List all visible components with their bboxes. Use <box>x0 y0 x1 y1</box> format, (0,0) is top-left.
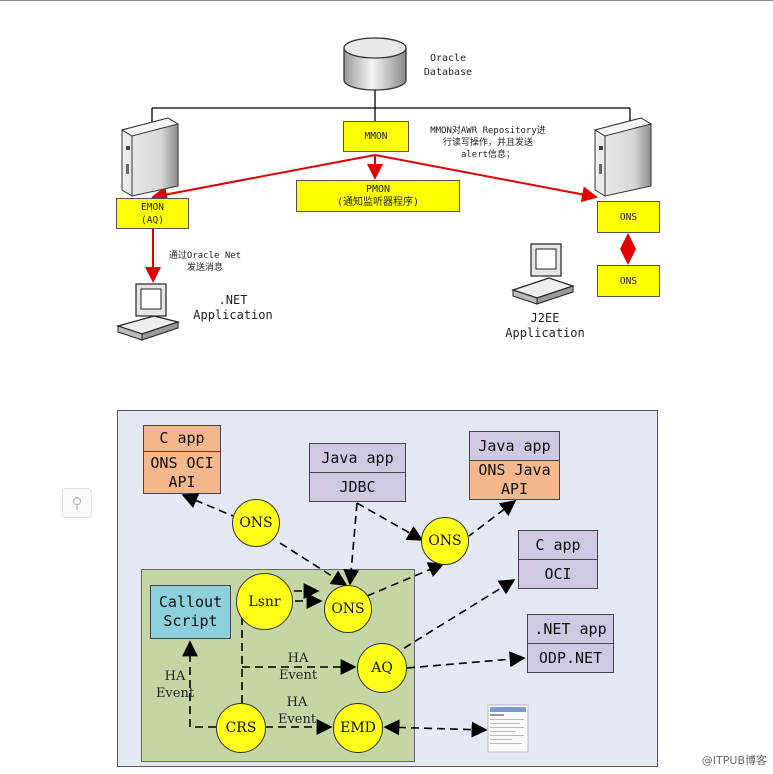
search-icon[interactable]: ⚲ <box>62 488 92 518</box>
java-app-right-title: Java app <box>469 431 560 461</box>
top-rule <box>0 0 773 1</box>
c-app2-api: OCI <box>518 559 598 589</box>
ha-event-label-mid: HA Event <box>278 651 318 683</box>
emd-node: EMD <box>333 703 383 753</box>
ons-node-mid: ONS <box>324 585 372 633</box>
net-note: 通过Oracle Net 发送消息 <box>168 251 242 273</box>
aq-node: AQ <box>357 643 407 693</box>
watermark: @ITPUB博客 <box>701 754 767 767</box>
net-app-api: ODP.NET <box>527 643 614 673</box>
c-app2-title: C app <box>518 530 598 560</box>
pmon-box: PMON (通知监听器程序) <box>296 180 460 212</box>
callout-script-box: Callout Script <box>150 585 231 639</box>
lsnr-node: Lsnr <box>236 573 293 630</box>
database-label: Oracle Database <box>423 53 473 78</box>
mmon-box: MMON <box>343 121 409 152</box>
java-app-mid-api: JDBC <box>309 472 406 502</box>
ons-node-left: ONS <box>232 499 280 547</box>
emon-box: EMON (AQ) <box>116 198 189 229</box>
mmon-note: MMON对AWR Repository进 行读写操作，并且发送 alert信息； <box>430 126 546 160</box>
ons-node-right: ONS <box>421 517 469 565</box>
ha-event-label-low: HA Event <box>277 695 317 727</box>
crs-node: CRS <box>216 703 266 753</box>
j2ee-app-label: J2EE Application <box>505 311 585 340</box>
net-app-label: .NET Application <box>193 293 273 322</box>
ons-box-right: ONS <box>597 201 660 233</box>
ha-event-label-left: HA Event <box>155 669 195 701</box>
c-app-title: C app <box>143 425 221 452</box>
java-app-mid-title: Java app <box>309 443 406 473</box>
java-app-right-api: ONS Java API <box>469 460 560 500</box>
ons-box-bottom: ONS <box>597 265 660 297</box>
